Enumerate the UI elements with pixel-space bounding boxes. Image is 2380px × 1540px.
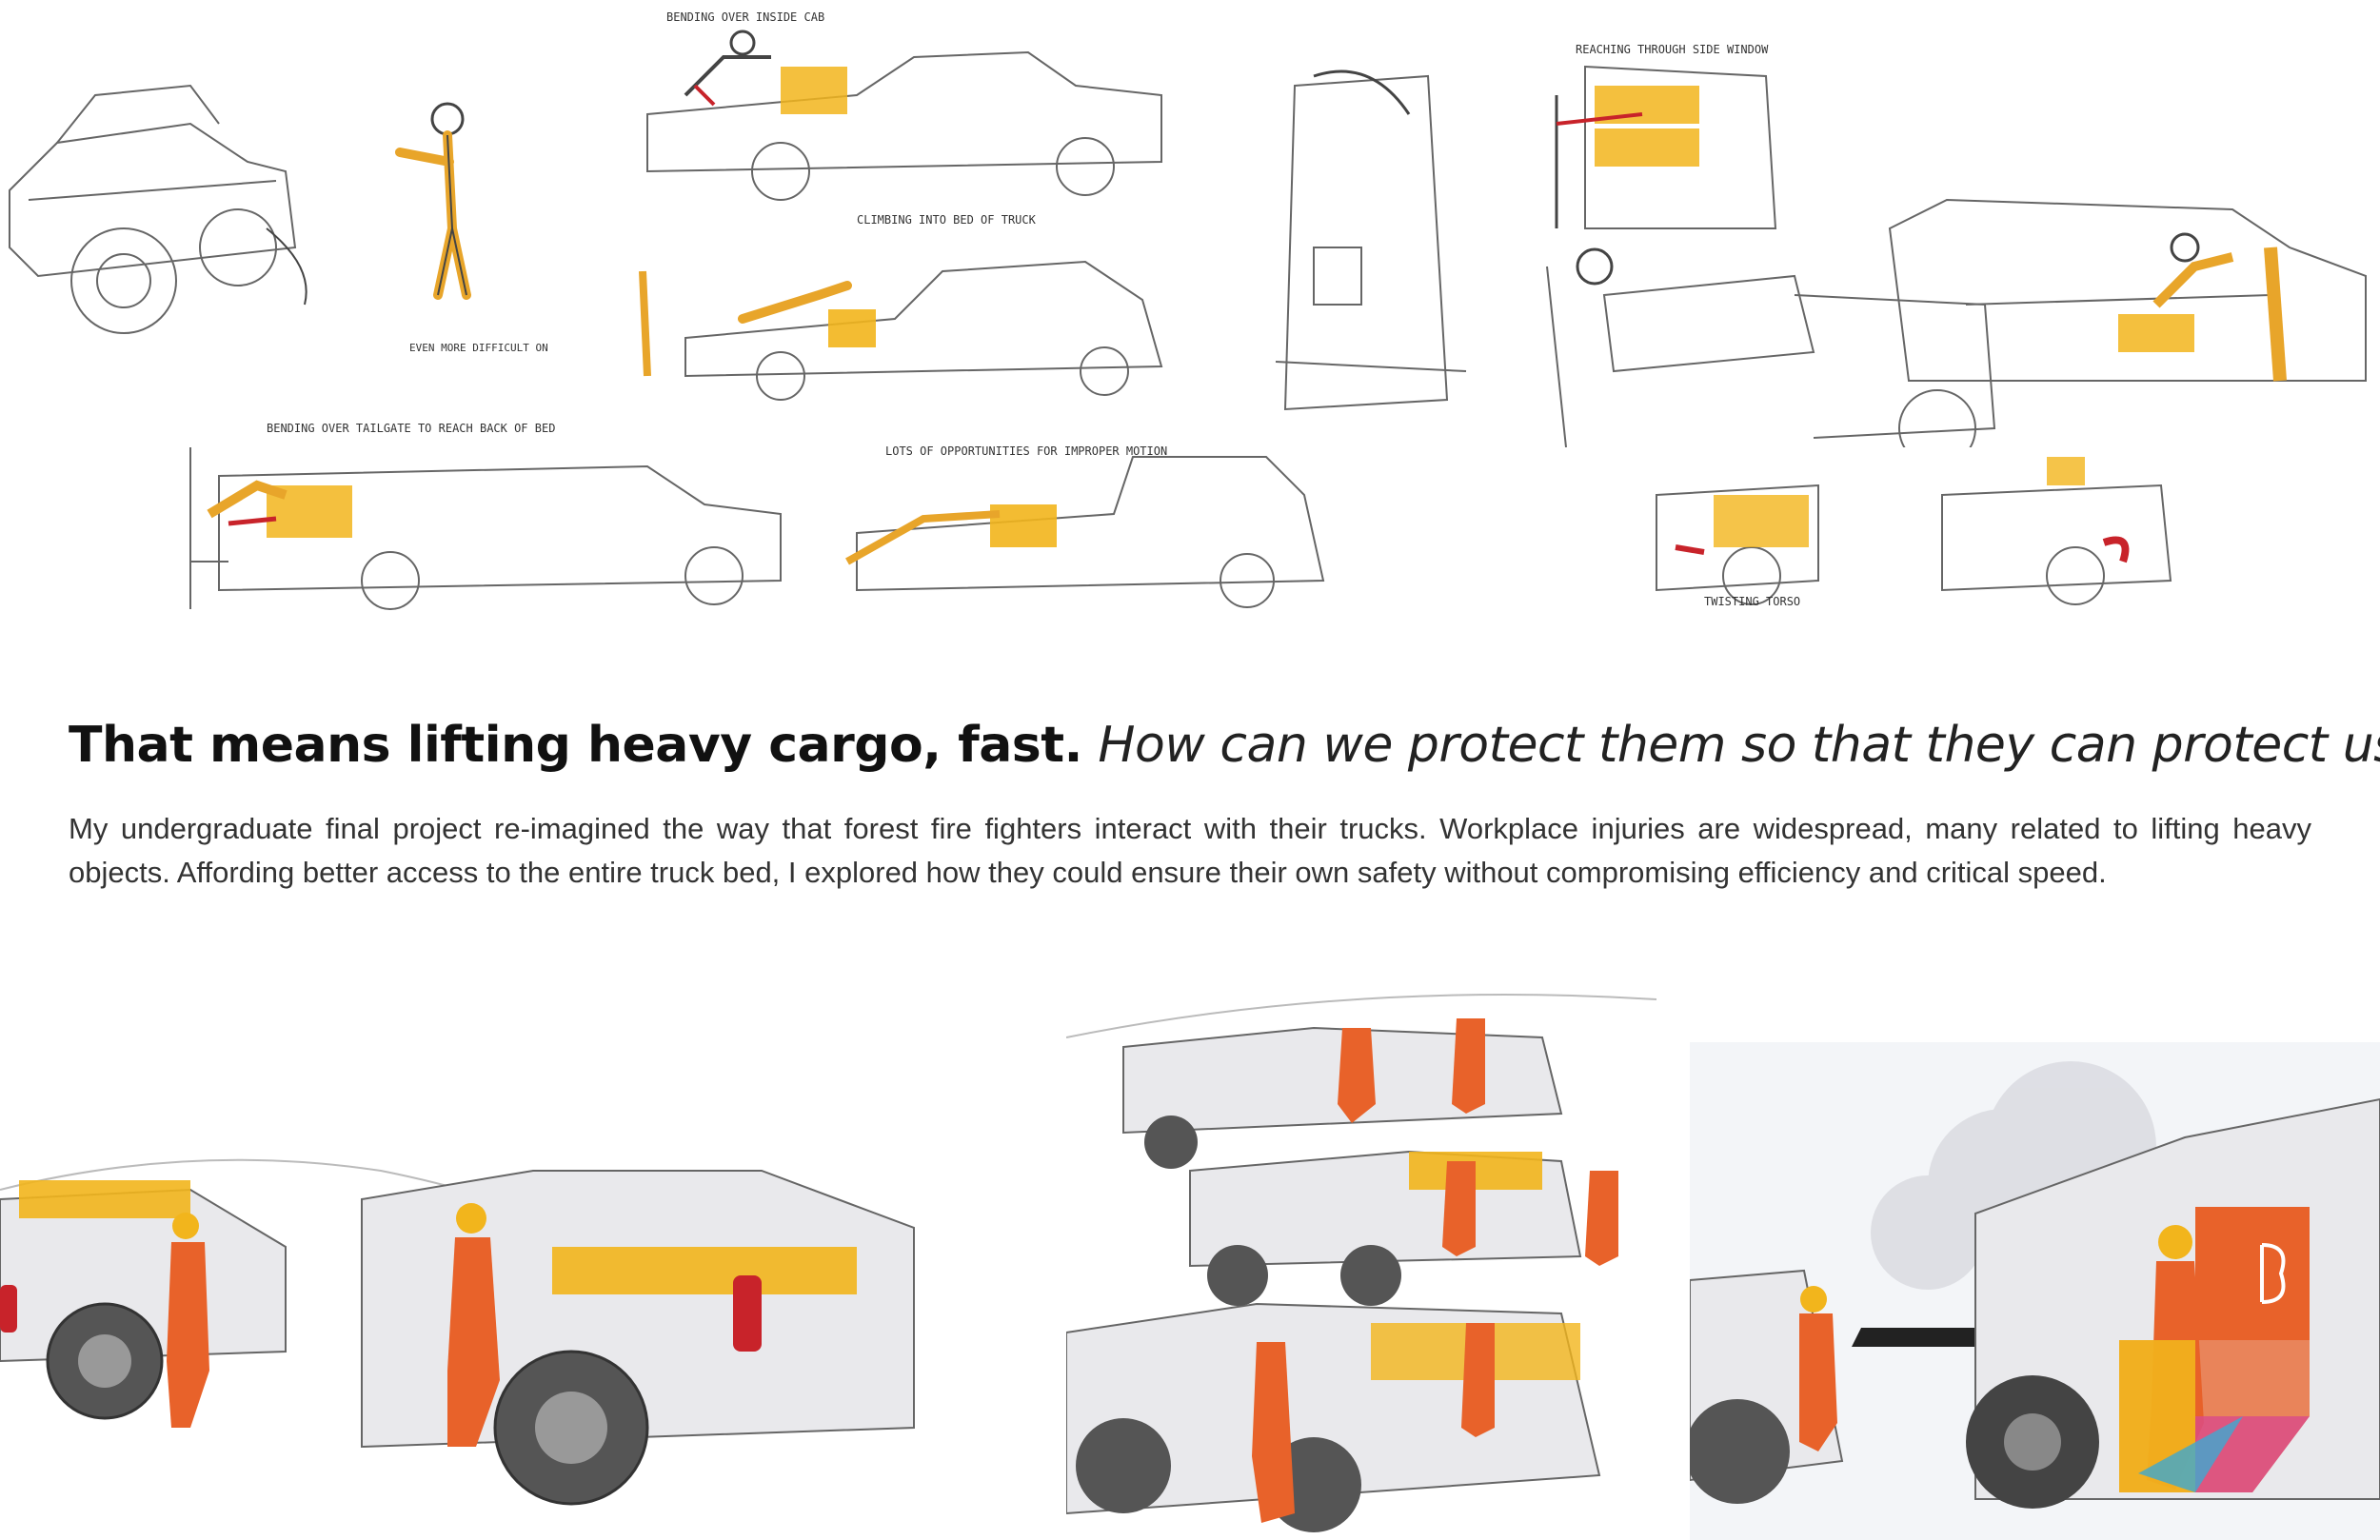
note-reaching-side-window: REACHING THROUGH SIDE WINDOW [1576, 43, 1769, 56]
sketch-twisting-torso: TWISTING TORSO [1628, 438, 2199, 609]
portfolio-logo-mark [2110, 1207, 2310, 1492]
note-twisting: TWISTING TORSO [1704, 595, 1800, 608]
sketch-bending-over-tailgate: BENDING OVER TAILGATE TO REACH BACK OF B… [171, 409, 800, 614]
headline: That means lifting heavy cargo, fast. Ho… [69, 712, 2380, 779]
headline-bold: That means lifting heavy cargo, fast. [69, 717, 1082, 774]
note-bending-tailgate: BENDING OVER TAILGATE TO REACH BACK OF B… [267, 422, 555, 435]
sketch-reaching-side-window: REACHING THROUGH SIDE WINDOW [1528, 38, 1814, 238]
sketch-opening-door [1257, 57, 1495, 438]
sketch-climbing-into-bed: CLIMBING INTO BED OF TRUCK [628, 205, 1180, 405]
illustration-firefighters-three-trucks [1066, 980, 1676, 1540]
note-opportunities: LOTS OF OPPORTUNITIES FOR IMPROPER MOTIO… [885, 444, 1167, 458]
note-uneven-terrain: EVEN MORE DIFFICULT ON UNEVEN TERRAIN [409, 342, 552, 354]
illustration-firefighters-at-trucks-left [0, 1114, 952, 1532]
sketch-truck-rear-lifting [1871, 190, 2380, 419]
sketch-improper-motion: LOTS OF OPPORTUNITIES FOR IMPROPER MOTIO… [828, 438, 1342, 609]
note-bending-inside-cab: BENDING OVER INSIDE CAB [666, 10, 824, 24]
sketch-figure-lifting-front [362, 57, 514, 324]
headline-italic: How can we protect them so that they can… [1098, 717, 2380, 774]
sketch-bending-inside-cab: BENDING OVER INSIDE CAB [628, 0, 1180, 209]
body-paragraph: My undergraduate final project re-imagin… [69, 812, 2311, 889]
sketch-note-uneven-terrain: EVEN MORE DIFFICULT ON UNEVEN TERRAIN [409, 338, 552, 395]
sketch-truck-front-uneven-terrain [0, 57, 362, 343]
sketch-lifting-from-side [1528, 238, 2004, 447]
note-climbing-bed: CLIMBING INTO BED OF TRUCK [857, 213, 1037, 227]
